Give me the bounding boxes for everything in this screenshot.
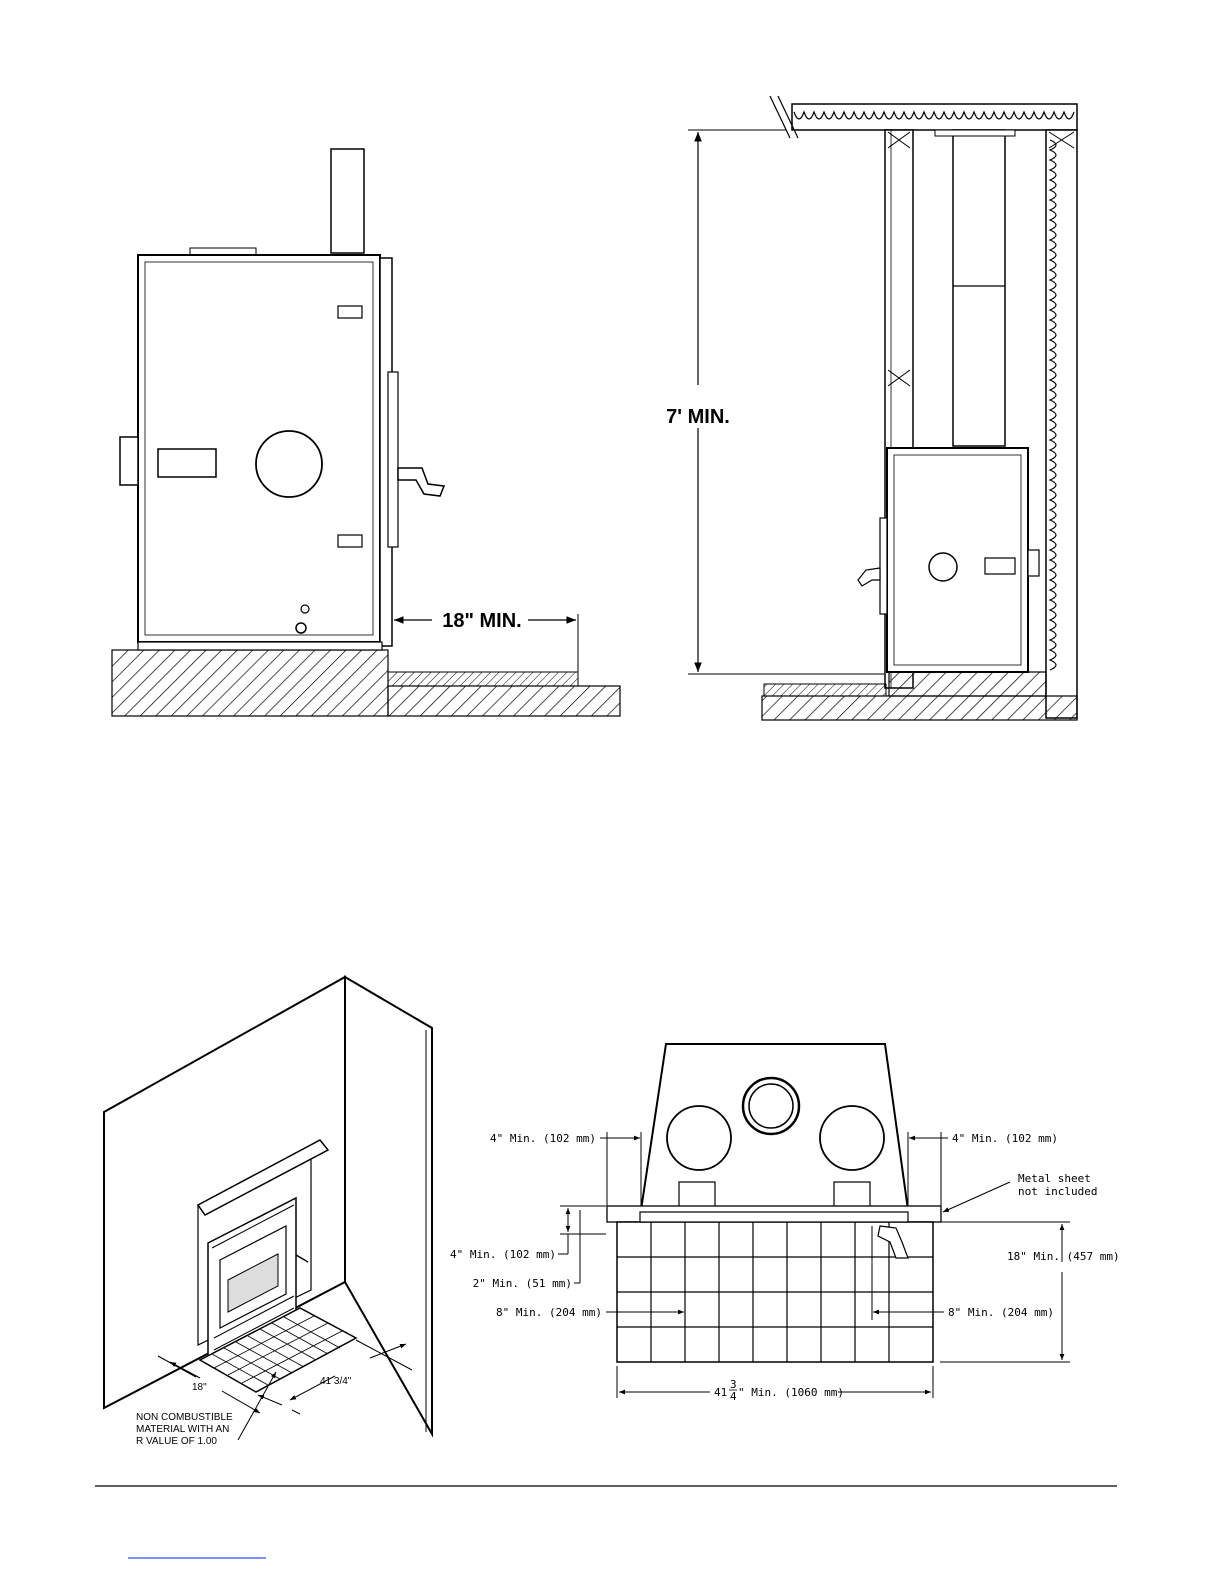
plan-metal-sheet-line2: not included <box>1018 1185 1097 1198</box>
plan-knockout-right <box>820 1106 884 1170</box>
plan-width-fraction-den: 4 <box>730 1390 737 1403</box>
plan-width-prefix: 41 <box>714 1386 727 1399</box>
floor-hatch-front <box>388 686 620 716</box>
plan-stove-front <box>640 1212 908 1222</box>
plan-right-8-clearance: 8" Min. (204 mm) <box>948 1306 1054 1319</box>
top-collar <box>190 248 256 255</box>
flue-pipe <box>331 149 364 253</box>
iso-note-line1: NON COMBUSTIBLE <box>136 1412 233 1423</box>
plan-right-side-clearance: 4" Min. (102 mm) <box>952 1132 1058 1145</box>
height-clearance-label: 7' MIN. <box>666 406 730 428</box>
side-clearance-diagram: 18" MIN. <box>112 149 620 716</box>
iso-note-line3: R VALUE OF 1.00 <box>136 1436 217 1447</box>
isometric-diagram: 18" 41 3/4" NON COMBUSTIBLE MATERIAL WIT… <box>104 977 432 1447</box>
iso-width-label: 41 3/4" <box>320 1376 352 1387</box>
floor-hatch-2 <box>762 696 1077 720</box>
iso-note-line2: MATERIAL WITH AN <box>136 1424 229 1435</box>
door-panel <box>388 372 398 547</box>
side-knockout <box>256 431 322 497</box>
plan-front-2-clearance: 2" Min. (51 mm) <box>473 1277 572 1290</box>
plan-metal-sheet-line1: Metal sheet <box>1018 1172 1091 1185</box>
ceiling <box>792 104 1077 130</box>
plan-width-suffix: " Min. (1060 mm) <box>738 1386 844 1399</box>
plan-knockout-left <box>667 1106 731 1170</box>
rear-outlet <box>120 437 138 485</box>
plan-front-4-clearance: 4" Min. (102 mm) <box>450 1248 556 1261</box>
side-bracket <box>158 449 216 477</box>
chimney-liner <box>953 130 1005 446</box>
front-clearance-label: 18" MIN. <box>442 610 522 632</box>
plan-left-8-clearance: 8" Min. (204 mm) <box>496 1306 602 1319</box>
iso-depth-label: 18" <box>192 1382 207 1393</box>
floor-protector <box>388 672 578 686</box>
plan-depth-18-clearance: 18" Min. (457 mm) <box>1007 1250 1120 1263</box>
iso-side-wall <box>345 977 432 1434</box>
floor-hatch <box>112 650 388 716</box>
door-handle-2 <box>858 568 880 586</box>
plan-left-side-clearance: 4" Min. (102 mm) <box>490 1132 596 1145</box>
ceiling-clearance-diagram: 7' MIN. <box>666 96 1077 720</box>
plan-view-diagram: 4" Min. (102 mm) 4" Min. (102 mm) Metal … <box>450 1044 1120 1403</box>
door-handle <box>398 468 444 496</box>
